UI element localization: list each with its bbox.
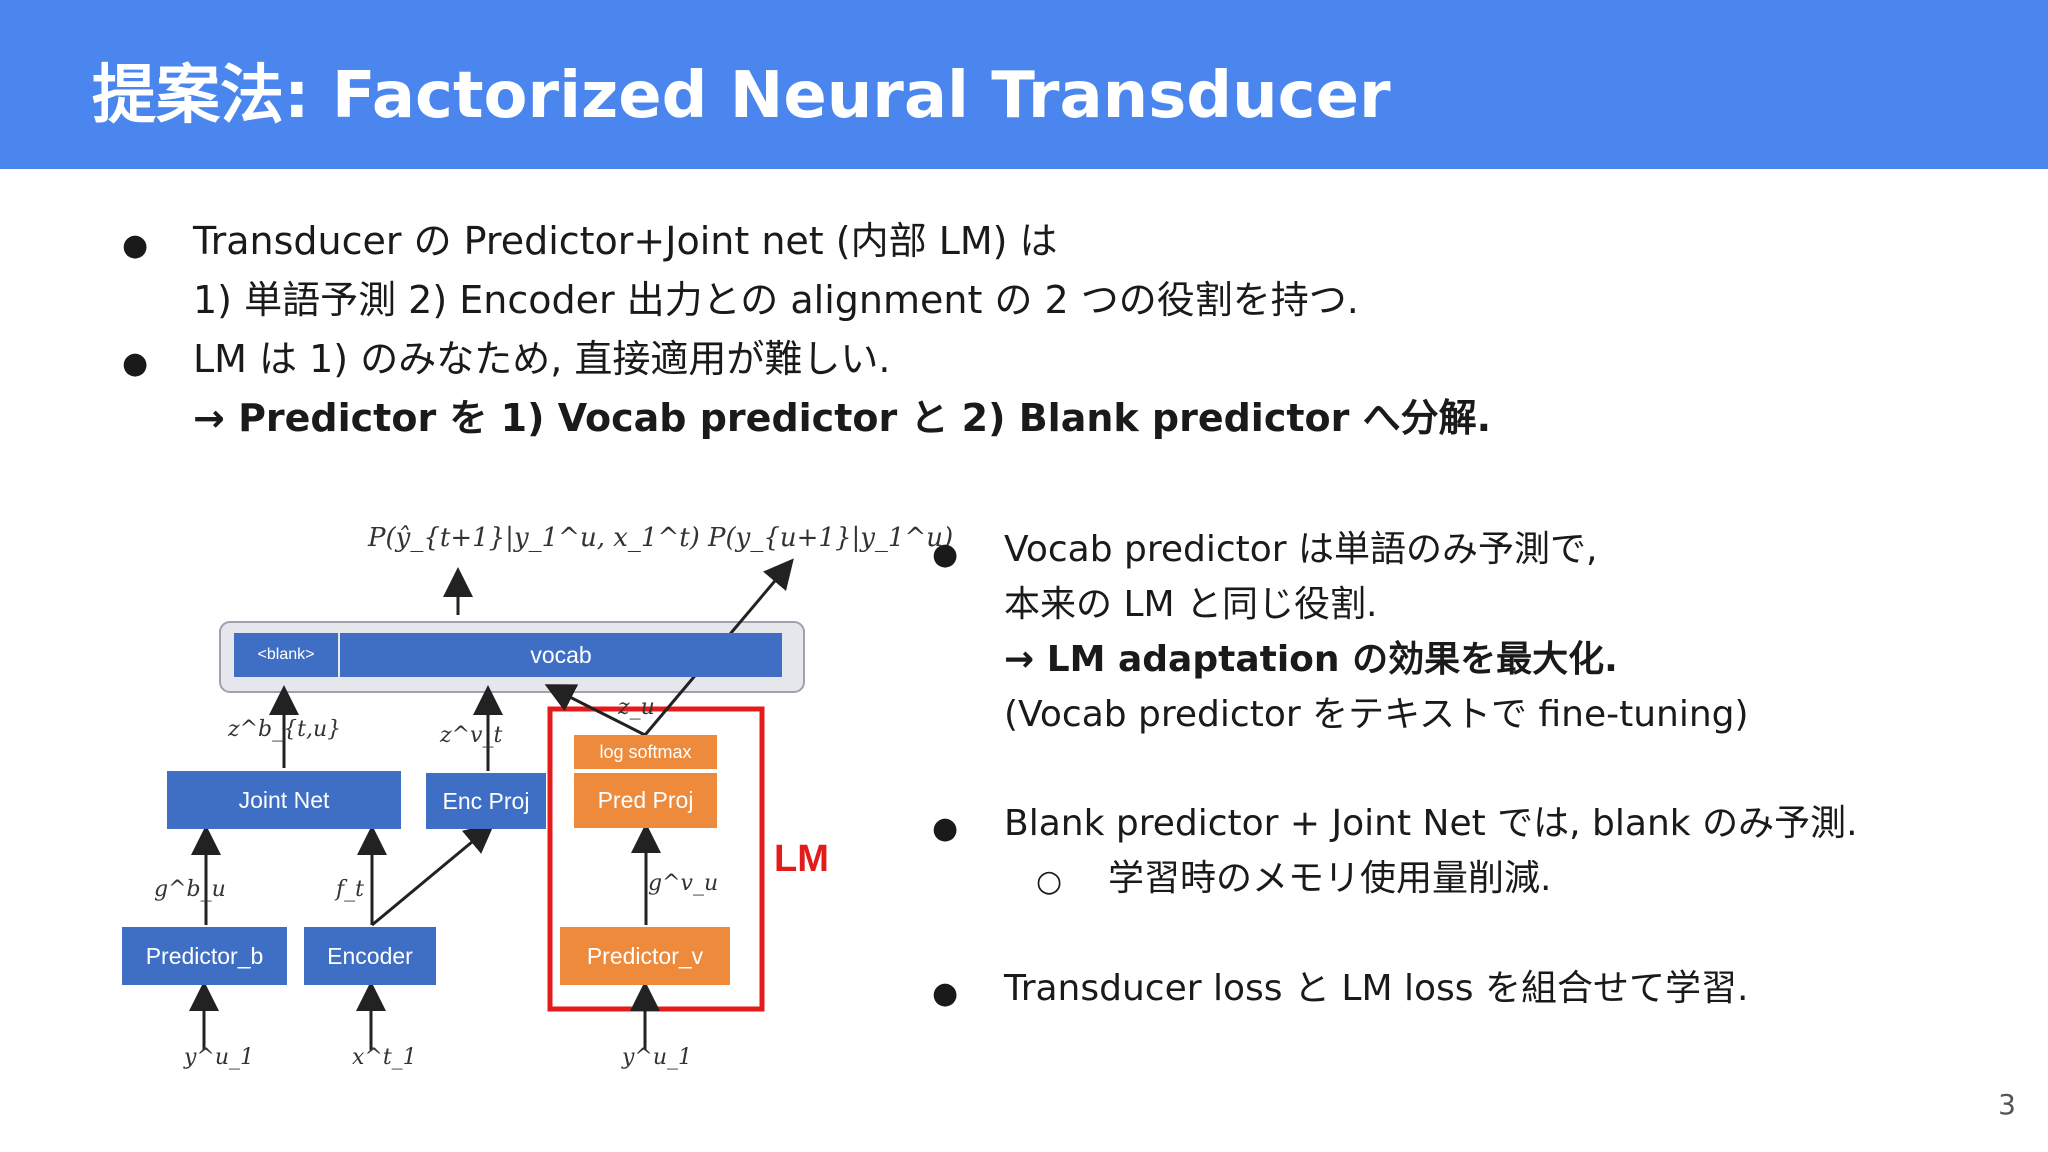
right-b1-line1: Vocab predictor は単語のみ予測で,: [1004, 529, 1598, 570]
input-y-left: y^u_1: [184, 1045, 255, 1070]
intro-bullet2-line1: LM は 1) のみなため, 直接適用が難しい.: [193, 337, 891, 381]
factorized-transducer-diagram: <blank> vocab Joint Net Enc Proj log sof…: [110, 505, 953, 1095]
z-blank-label: z^b_{t,u}: [228, 717, 342, 742]
arrow-encoder-to-encproj: [371, 823, 495, 927]
input-x: x^t_1: [352, 1045, 417, 1070]
bullet-dot: ●: [122, 228, 149, 263]
intro-bullet1-line1: Transducer の Predictor+Joint net (内部 LM)…: [193, 219, 1058, 263]
predictor-b-box: Predictor_b: [122, 927, 287, 985]
z-vocab-label: z^v_t: [440, 723, 503, 748]
vocab-output-box: vocab: [340, 633, 782, 677]
blank-output-box: <blank>: [234, 633, 338, 677]
right-b1-line2: 本来の LM と同じ役割.: [1004, 584, 1378, 625]
encoder-box: Encoder: [304, 927, 436, 985]
page-number: 3: [1998, 1088, 2016, 1121]
bullet-dot: ●: [932, 537, 959, 572]
pred-proj-box: Pred Proj: [574, 773, 717, 828]
joint-net-box: Joint Net: [167, 771, 401, 829]
input-y-right: y^u_1: [622, 1045, 693, 1070]
slide-title: 提案法: Factorized Neural Transducer: [92, 59, 1391, 133]
output-right-formula: P(y_{u+1}|y_1^u): [708, 523, 954, 553]
bullet-dot: ●: [932, 811, 959, 846]
predictor-v-box: Predictor_v: [560, 927, 730, 985]
intro-bullet1-line2: 1) 単語予測 2) Encoder 出力との alignment の 2 つの…: [193, 278, 1359, 322]
intro-bullet2-line2: → Predictor を 1) Vocab predictor と 2) Bl…: [193, 396, 1492, 440]
title-bar: 提案法: Factorized Neural Transducer: [0, 0, 2048, 169]
lm-label: LM: [774, 838, 829, 880]
bullet-dot: ●: [122, 346, 149, 381]
log-softmax-box: log softmax: [574, 735, 717, 769]
g-vocab-label: g^v_u: [648, 871, 719, 896]
right-b1-line3: → LM adaptation の効果を最大化.: [1004, 639, 1618, 680]
right-b1-line4: (Vocab predictor をテキストで fine-tuning): [1004, 694, 1749, 735]
z-u-label: z_u: [618, 695, 655, 720]
right-b2-sub: 学習時のメモリ使用量削減.: [1108, 858, 1552, 899]
arrow-log-softmax-to-vocab: [544, 684, 646, 737]
g-blank-label: g^b_u: [154, 877, 226, 902]
bullet-dot: ●: [932, 976, 959, 1011]
enc-proj-box: Enc Proj: [426, 773, 546, 829]
f-t-label: f_t: [336, 877, 364, 902]
right-b2-line1: Blank predictor + Joint Net では, blank のみ…: [1004, 803, 1858, 844]
output-left-formula: P(ŷ_{t+1}|y_1^u, x_1^t): [368, 523, 700, 553]
right-b3-line1: Transducer loss と LM loss を組合せて学習.: [1004, 968, 1749, 1009]
sub-bullet-dot: ○: [1036, 864, 1063, 899]
